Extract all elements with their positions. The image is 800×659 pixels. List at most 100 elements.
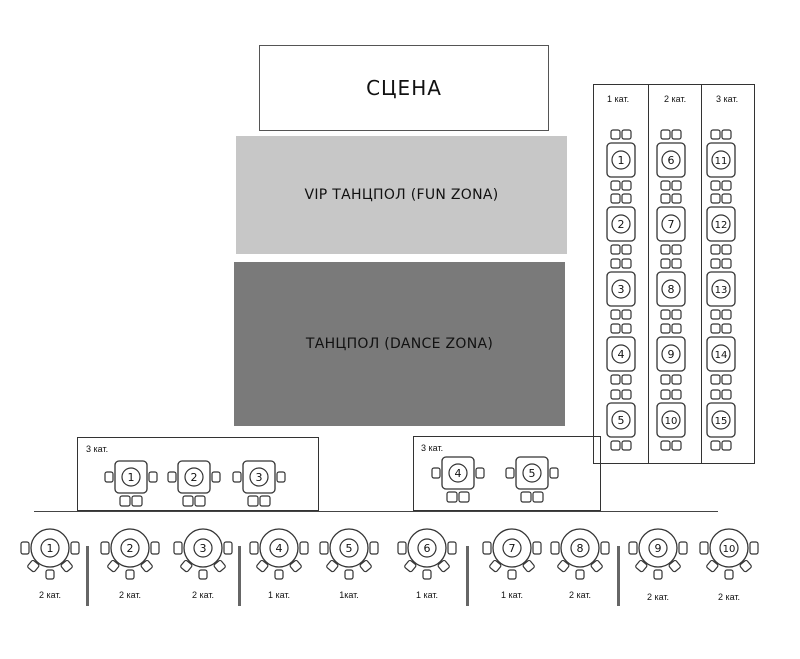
chair: [660, 309, 671, 320]
table-number-label: 3: [200, 542, 207, 555]
chair: [27, 559, 40, 573]
chair: [119, 495, 131, 507]
boxed-table-1[interactable]: 1: [121, 467, 141, 487]
chair: [575, 569, 585, 580]
table-number-label: 4: [455, 467, 462, 480]
bottom-table-5[interactable]: 5: [339, 538, 359, 558]
chair: [182, 495, 194, 507]
bottom-table-10[interactable]: 10: [719, 538, 739, 558]
chair: [710, 440, 721, 451]
chair: [107, 559, 120, 573]
right-table-9[interactable]: 9: [661, 344, 681, 364]
bottom-table-9[interactable]: 9: [648, 538, 668, 558]
chair: [45, 569, 55, 580]
chair: [710, 374, 721, 385]
table-number-ring: [417, 538, 437, 558]
table-number-ring: [522, 463, 542, 483]
right-table-5[interactable]: 5: [611, 410, 631, 430]
bottom-table-2[interactable]: 2: [120, 538, 140, 558]
chair: [710, 129, 721, 140]
chair: [710, 309, 721, 320]
bottom-table-1[interactable]: 1: [40, 538, 60, 558]
boxed-table-2[interactable]: 2: [184, 467, 204, 487]
chair: [180, 559, 193, 573]
chair: [621, 129, 632, 140]
chair: [660, 389, 671, 400]
table-number-label: 9: [668, 348, 675, 361]
chair: [721, 389, 732, 400]
chair: [458, 491, 470, 503]
bottom-table-category: 1 кат.: [500, 590, 524, 600]
boxed-table-4[interactable]: 4: [448, 463, 468, 483]
right-table-1[interactable]: 1: [611, 150, 631, 170]
table-number-ring: [611, 150, 631, 170]
chair: [140, 559, 153, 573]
bottom-table-4[interactable]: 4: [269, 538, 289, 558]
chair: [710, 258, 721, 269]
right-col-1-category: 1 кат.: [607, 94, 630, 104]
boxed-table-5[interactable]: 5: [522, 463, 542, 483]
chair: [621, 309, 632, 320]
chair: [125, 569, 135, 580]
table-number-label: 12: [715, 220, 728, 231]
bottom-divider-2: [238, 546, 241, 606]
bottom-table-8[interactable]: 8: [570, 538, 590, 558]
right-table-6[interactable]: 6: [661, 150, 681, 170]
chair: [621, 258, 632, 269]
chair: [671, 440, 682, 451]
dancefloor-zone[interactable]: ТАНЦПОЛ (DANCE ZONA): [234, 262, 565, 426]
table-number-ring: [193, 538, 213, 558]
right-table-7[interactable]: 7: [661, 214, 681, 234]
stage-zone[interactable]: СЦЕНА: [259, 45, 549, 131]
table-number-label: 5: [618, 414, 625, 427]
chair: [678, 541, 688, 555]
right-table-13[interactable]: 13: [711, 279, 731, 299]
chair: [194, 495, 206, 507]
chair: [621, 244, 632, 255]
right-table-15[interactable]: 15: [711, 410, 731, 430]
bottom-table-7[interactable]: 7: [502, 538, 522, 558]
right-table-4[interactable]: 4: [611, 344, 631, 364]
chair: [404, 559, 417, 573]
chair: [621, 323, 632, 334]
chair: [628, 541, 638, 555]
chair: [507, 569, 517, 580]
table-number-ring: [611, 279, 631, 299]
right-table-2[interactable]: 2: [611, 214, 631, 234]
chair: [706, 559, 719, 573]
chair: [482, 541, 492, 555]
table-number-ring: [249, 467, 269, 487]
stage-label: СЦЕНА: [366, 76, 442, 100]
boxed-table-3[interactable]: 3: [249, 467, 269, 487]
table-number-label: 1: [128, 471, 135, 484]
right-table-11[interactable]: 11: [711, 150, 731, 170]
dancefloor-label: ТАНЦПОЛ (DANCE ZONA): [305, 336, 494, 352]
table-number-label: 4: [618, 348, 625, 361]
chair: [660, 180, 671, 191]
chair: [671, 309, 682, 320]
table-number-ring: [611, 410, 631, 430]
bottom-table-category: 1 кат.: [267, 590, 291, 600]
chair: [167, 471, 177, 483]
table-number-ring: [661, 214, 681, 234]
bottom-table-3[interactable]: 3: [193, 538, 213, 558]
table-number-label: 3: [618, 283, 625, 296]
right-table-3[interactable]: 3: [611, 279, 631, 299]
table-number-ring: [711, 279, 731, 299]
right-table-14[interactable]: 14: [711, 344, 731, 364]
chair: [724, 569, 734, 580]
right-col-3-category: 3 кат.: [716, 94, 739, 104]
chair: [520, 491, 532, 503]
right-table-12[interactable]: 12: [711, 214, 731, 234]
vip-dancefloor-zone[interactable]: VIP ТАНЦПОЛ (FUN ZONA): [236, 136, 567, 254]
chair: [721, 258, 732, 269]
chair: [610, 258, 621, 269]
right-table-10[interactable]: 10: [661, 410, 681, 430]
bottom-table-6[interactable]: 6: [417, 538, 437, 558]
bottom-table-category: 2 кат.: [191, 590, 215, 600]
table-number-label: 2: [618, 218, 625, 231]
chair: [739, 559, 752, 573]
chair: [276, 471, 286, 483]
right-table-8[interactable]: 8: [661, 279, 681, 299]
